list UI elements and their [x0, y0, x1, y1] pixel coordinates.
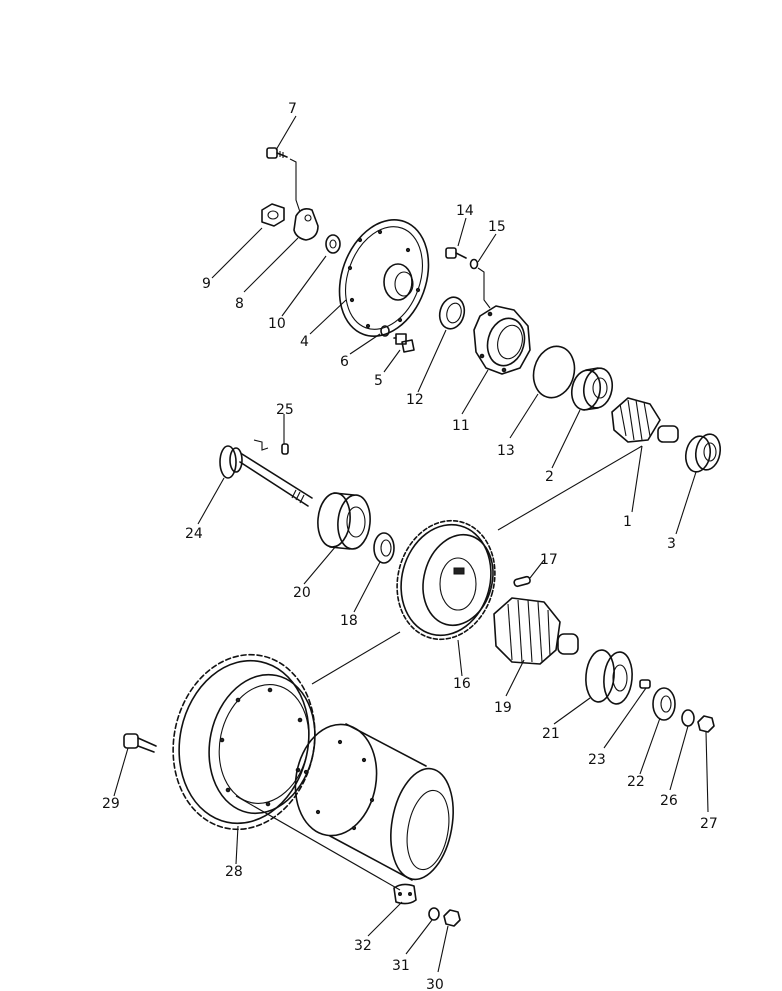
pin-25	[281, 443, 289, 455]
nut-9	[261, 203, 285, 227]
leader-line	[477, 267, 491, 309]
bolt-29	[123, 733, 157, 753]
leader-line	[253, 439, 269, 451]
leader-lines	[113, 115, 709, 973]
ring-gear-28	[172, 653, 316, 831]
bearing-3	[684, 433, 722, 473]
callout-27: 27	[700, 816, 718, 832]
washer-31	[428, 907, 440, 921]
lock-washer-15	[469, 258, 479, 270]
callout-11: 11	[452, 418, 470, 434]
oil-seal-12	[438, 296, 466, 330]
callout-32: 32	[354, 938, 372, 954]
cover-plate-4	[338, 219, 430, 337]
key-17	[513, 575, 531, 588]
washer-18	[373, 532, 395, 564]
callout-15: 15	[488, 219, 506, 235]
callout-28: 28	[225, 864, 243, 880]
callout-31: 31	[392, 958, 410, 974]
bearing-housing-11	[473, 305, 531, 375]
callout-labels: 7 9 8 10 4 6 5 12 14 15 11 13 2 1 3 25 2…	[102, 101, 718, 991]
callout-1: 1	[623, 514, 632, 530]
callout-12: 12	[406, 392, 424, 408]
bearing-21	[585, 649, 633, 705]
o-ring-13	[532, 345, 576, 399]
callout-23: 23	[588, 752, 606, 768]
callout-10: 10	[268, 316, 286, 332]
callout-18: 18	[340, 613, 358, 629]
leader-line	[289, 158, 301, 213]
callout-26: 26	[660, 793, 678, 809]
callout-19: 19	[494, 700, 512, 716]
callout-9: 9	[202, 276, 211, 292]
callout-3: 3	[667, 536, 676, 552]
callout-21: 21	[542, 726, 560, 742]
callout-20: 20	[293, 585, 311, 601]
callout-8: 8	[235, 296, 244, 312]
pinion-shaft-1	[611, 397, 679, 443]
bearing-2	[570, 367, 614, 411]
lock-plate-32	[393, 883, 417, 905]
callout-13: 13	[497, 443, 515, 459]
callout-29: 29	[102, 796, 120, 812]
callout-14: 14	[456, 203, 474, 219]
bolt-14	[445, 247, 467, 259]
washer-10	[325, 234, 341, 254]
bearing-20	[317, 492, 371, 550]
bolt-7	[266, 147, 288, 159]
callout-6: 6	[340, 354, 349, 370]
hub-housing	[294, 723, 454, 881]
callout-22: 22	[627, 774, 645, 790]
collar-23	[639, 679, 651, 689]
seal-22	[652, 687, 676, 721]
nut-27	[697, 715, 715, 733]
callout-24: 24	[185, 526, 203, 542]
callout-4: 4	[300, 334, 309, 350]
callout-2: 2	[545, 469, 554, 485]
bolt-5	[393, 333, 415, 353]
nut-30	[443, 909, 461, 927]
pinion-19	[493, 597, 579, 665]
callout-30: 30	[426, 977, 444, 991]
callout-16: 16	[453, 676, 471, 692]
lock-plate-8	[293, 208, 319, 241]
callout-5: 5	[374, 373, 383, 389]
washer-26	[681, 709, 695, 727]
callout-25: 25	[276, 402, 294, 418]
lock-washer-6	[380, 325, 390, 337]
shaft-24	[219, 445, 313, 507]
callout-17: 17	[540, 552, 558, 568]
callout-7: 7	[288, 101, 297, 117]
gear-16	[396, 519, 496, 641]
